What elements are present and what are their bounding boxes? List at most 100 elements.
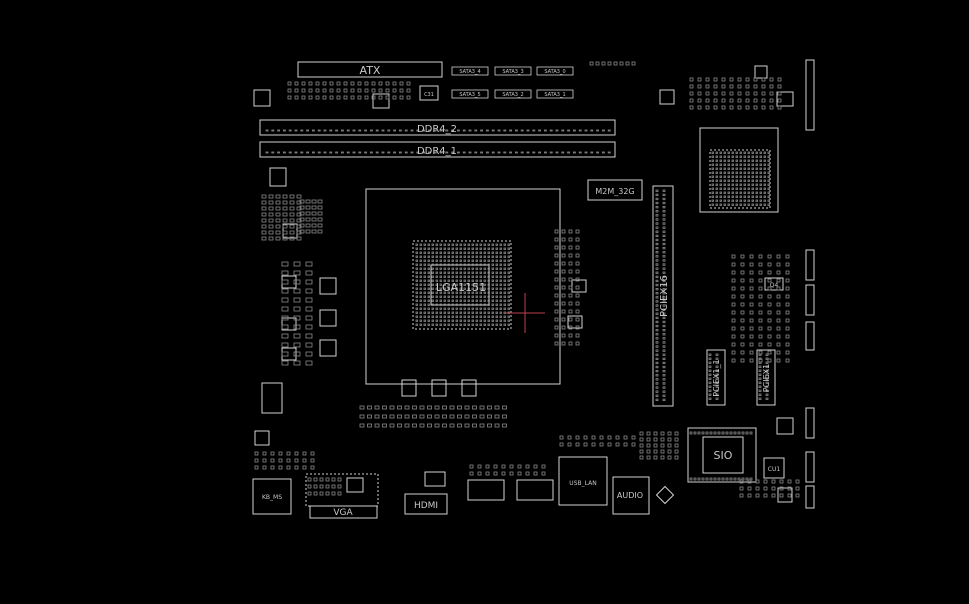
pad: [487, 291, 490, 294]
pad: [464, 414, 470, 419]
pad: [427, 263, 430, 266]
pad: [479, 259, 482, 262]
pad: [655, 308, 659, 311]
pad: [568, 333, 573, 338]
pad: [767, 151, 770, 154]
pad: [431, 311, 434, 314]
pad: [785, 254, 790, 259]
pad: [281, 288, 289, 294]
pad: [323, 129, 327, 132]
pad: [711, 191, 714, 194]
pad: [763, 183, 766, 186]
pad: [434, 405, 440, 410]
pad: [711, 163, 714, 166]
pad: [713, 98, 718, 103]
pad: [727, 167, 730, 170]
pad: [662, 226, 666, 229]
pad: [463, 267, 466, 270]
pad: [711, 171, 714, 174]
pad: [467, 275, 470, 278]
pad: [457, 423, 462, 428]
pad: [743, 155, 746, 158]
pad: [544, 151, 547, 154]
pciex1-1-slot: [706, 349, 726, 406]
pad: [625, 61, 630, 66]
pad: [731, 155, 734, 158]
pad: [674, 443, 679, 448]
pad: [763, 493, 768, 498]
pad: [443, 291, 446, 294]
pad: [755, 159, 758, 162]
pad: [655, 246, 659, 250]
pad: [735, 179, 738, 182]
pad: [763, 179, 766, 182]
pad: [705, 77, 710, 82]
pad: [767, 179, 770, 182]
pad: [494, 405, 500, 410]
pad: [311, 229, 317, 234]
pad: [467, 247, 470, 250]
pad: [392, 95, 397, 100]
pad: [289, 194, 295, 199]
pad: [655, 333, 659, 336]
pad: [751, 191, 754, 194]
pad: [475, 267, 478, 270]
pad: [731, 294, 736, 299]
pad: [731, 175, 734, 178]
pad: [483, 279, 486, 282]
pad: [763, 191, 766, 194]
pad: [479, 287, 482, 290]
pad: [471, 323, 474, 326]
pad: [495, 295, 498, 298]
pad: [378, 81, 383, 86]
pad: [735, 203, 738, 206]
pad: [662, 378, 666, 381]
pad: [503, 259, 506, 262]
pad: [483, 263, 486, 266]
pad: [281, 324, 289, 330]
pad: [443, 267, 446, 270]
pad: [301, 81, 306, 86]
pad: [499, 243, 502, 246]
pad: [554, 341, 559, 346]
pad: [555, 151, 559, 154]
pad: [415, 279, 418, 282]
pad: [623, 435, 628, 440]
pad: [435, 319, 438, 322]
pad: [758, 286, 763, 291]
pad: [415, 263, 418, 266]
pad: [749, 431, 753, 435]
pad: [755, 155, 758, 158]
pad: [282, 218, 288, 223]
pad: [662, 320, 666, 324]
pad: [689, 91, 694, 96]
hdmi-port: [404, 493, 448, 515]
pad: [491, 279, 494, 282]
pad: [735, 183, 738, 186]
pad: [475, 279, 478, 282]
pad: [296, 206, 302, 211]
pad: [655, 193, 659, 197]
pad: [765, 369, 769, 372]
pad: [455, 319, 458, 322]
pad: [520, 151, 524, 154]
pad: [697, 477, 701, 481]
pad: [439, 307, 442, 310]
pad: [439, 311, 442, 314]
pad: [561, 151, 565, 154]
pad: [653, 437, 658, 442]
pad: [655, 230, 659, 233]
pad: [541, 471, 546, 476]
pad: [404, 129, 408, 132]
pad: [293, 333, 301, 339]
pad: [662, 333, 666, 336]
pad: [655, 353, 659, 356]
pad: [282, 212, 288, 217]
pad: [455, 275, 458, 278]
pad: [507, 275, 510, 278]
pad: [475, 295, 478, 298]
pad: [507, 255, 510, 258]
pad: [776, 278, 781, 283]
pad: [261, 206, 267, 211]
pad: [289, 206, 295, 211]
